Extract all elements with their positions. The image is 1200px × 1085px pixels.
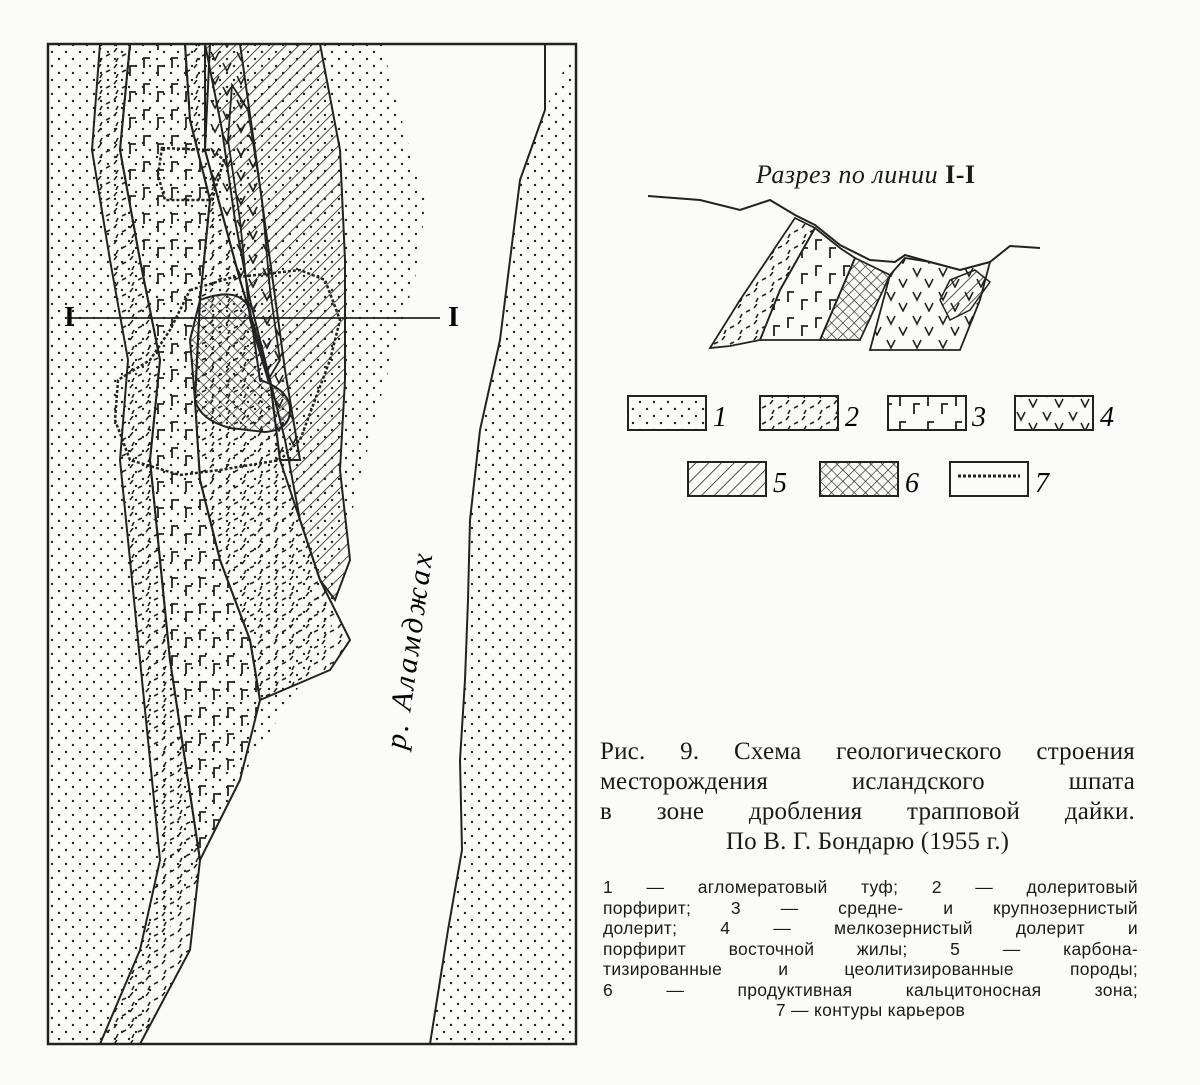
explanation-line-1: 1 — агломератовый туф; 2 — долеритовый xyxy=(603,877,1138,897)
legend-swatch-4 xyxy=(1014,395,1094,431)
explanation-line-3: долерит; 4 — мелкозернистый долерит и xyxy=(603,918,1138,938)
legend-num-7: 7 xyxy=(1035,468,1050,499)
legend-num-1: 1 xyxy=(713,402,727,433)
quarry-contour-small xyxy=(156,146,226,202)
map-frame xyxy=(46,42,578,1046)
quarry-contour-large xyxy=(113,268,342,477)
section-title: Разрез по линии I-I xyxy=(756,160,976,190)
legend: 1 2 3 4 5 6 7 xyxy=(627,395,1114,499)
section-line-label-right: I xyxy=(448,302,459,333)
legend-swatch-2 xyxy=(759,395,839,431)
section-title-prefix: Разрез по линии xyxy=(756,160,939,189)
legend-num-5: 5 xyxy=(773,468,787,499)
caption-line-2: месторождения исландского шпата xyxy=(600,768,1135,795)
legend-num-3: 3 xyxy=(971,402,986,433)
legend-swatch-7 xyxy=(949,461,1029,497)
legend-swatch-1 xyxy=(627,395,707,431)
river-channel xyxy=(140,44,576,1044)
explanation-line-2: порфирит; 3 — средне- и крупнозернистый xyxy=(603,897,1138,918)
river-east-bank xyxy=(429,44,546,1045)
explanation-line-4: порфирит восточной жилы; 5 — карбона- xyxy=(603,938,1138,959)
cross-section xyxy=(647,195,1041,351)
section-unit-5 xyxy=(818,256,892,341)
explanation-line-7: 7 — контуры карьеров xyxy=(775,1000,966,1020)
caption-line-4: По В. Г. Бондарю (1955 г.) xyxy=(725,828,1010,855)
legend-explanation: 1 — агломератовый туф; 2 — долеритовый п… xyxy=(603,877,1138,1021)
figure-caption: Рис. 9. Схема геологического строения ме… xyxy=(600,737,1135,857)
legend-num-6: 6 xyxy=(905,468,919,499)
legend-num-2: 2 xyxy=(845,402,859,433)
legend-num-4: 4 xyxy=(1100,402,1114,433)
unit-6-productive-zone xyxy=(188,293,292,434)
legend-swatch-6 xyxy=(819,461,899,497)
unit-4-vein-lens xyxy=(227,82,281,383)
caption-line-1: Рис. 9. Схема геологического строения xyxy=(600,738,1135,765)
map-panel xyxy=(46,42,578,1046)
caption-line-3: в зоне дробления трапповой дайки. xyxy=(600,798,1135,825)
section-title-num: I-I xyxy=(945,160,976,189)
explanation-line-6: 6 — продуктивная кальцитоносная зона; xyxy=(603,979,1138,1000)
explanation-line-5: тизированные и цеолитизированные породы; xyxy=(603,959,1138,979)
section-unit-5-lens xyxy=(939,269,992,322)
section-line-label-left: I xyxy=(64,302,75,333)
legend-swatch-3 xyxy=(887,395,967,431)
legend-swatch-5 xyxy=(687,461,767,497)
